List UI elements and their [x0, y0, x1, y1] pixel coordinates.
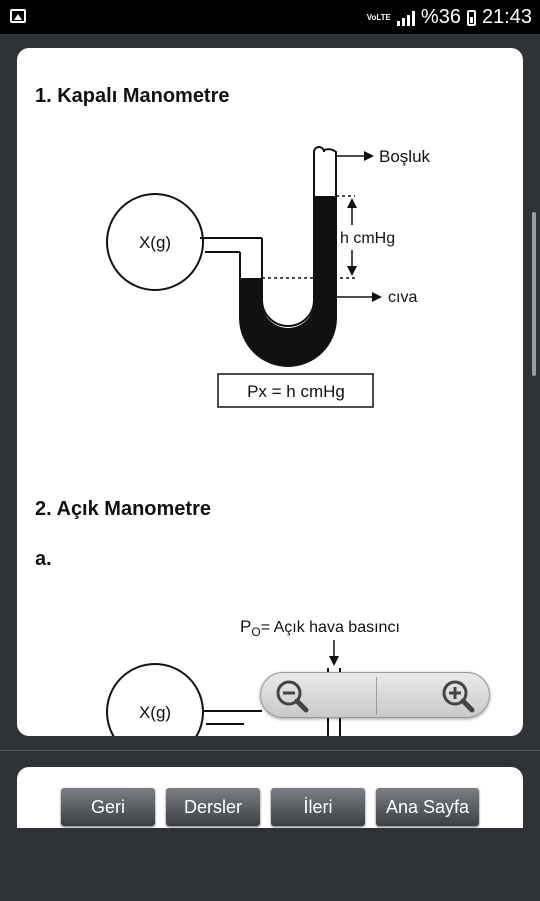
section2-title: 2. Açık Manometre	[35, 498, 211, 520]
battery-percent: %36	[420, 6, 461, 28]
content-panel[interactable]: 1. Kapalı Manometre X(g) h cmHg	[17, 48, 523, 736]
zoom-out-button[interactable]	[275, 679, 309, 713]
status-right: VoLTE %36 21:43	[367, 6, 532, 29]
signal-icon	[396, 10, 415, 26]
image-notification-icon	[10, 9, 26, 23]
zoom-divider	[376, 677, 377, 715]
volte-icon: VoLTE	[366, 12, 391, 22]
battery-icon	[466, 9, 476, 26]
section2-subtitle: a.	[35, 548, 52, 570]
height-label: h cmHg	[340, 230, 395, 247]
formula: Px = h cmHg	[247, 382, 345, 401]
back-button[interactable]: Geri	[61, 788, 155, 826]
scrollbar[interactable]	[532, 212, 536, 376]
zoom-control	[260, 672, 490, 718]
section1-title: 1. Kapalı Manometre	[35, 85, 230, 107]
status-bar: VoLTE %36 21:43	[0, 0, 540, 34]
zoom-in-button[interactable]	[441, 679, 475, 713]
container-label: X(g)	[139, 233, 171, 252]
next-button[interactable]: İleri	[271, 788, 365, 826]
clock: 21:43	[481, 6, 532, 28]
zoom-in-icon	[442, 680, 475, 713]
mercury-label: cıva	[388, 289, 417, 306]
zoom-out-icon	[276, 680, 309, 713]
vacuum-label: Boşluk	[379, 147, 431, 166]
bottom-strip	[0, 828, 540, 900]
home-button[interactable]: Ana Sayfa	[376, 788, 479, 826]
closed-manometer-diagram: X(g) h cmHg Boşluk cıva	[106, 146, 431, 408]
lessons-button[interactable]: Dersler	[166, 788, 260, 826]
